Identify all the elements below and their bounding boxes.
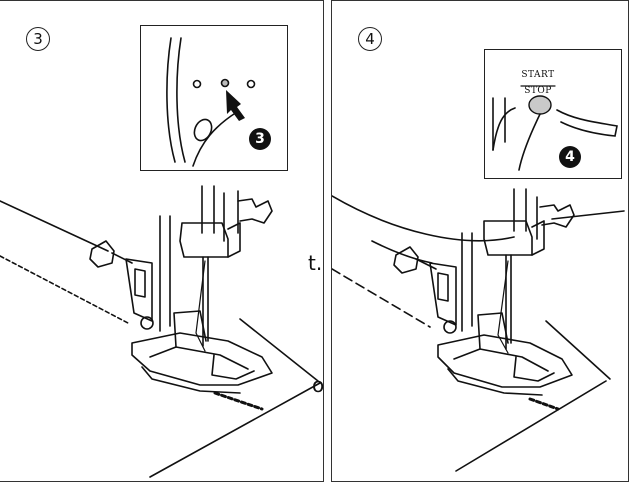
machine-body-edge: [332, 195, 515, 242]
presser-bar: [159, 215, 171, 332]
step-number-badge: 3: [26, 27, 50, 51]
machine-edge-right: [556, 109, 618, 137]
fabric-edge-right: [239, 318, 319, 382]
step-3-illustration: [0, 185, 321, 478]
needle-hole-left: [192, 79, 202, 89]
needle: [202, 256, 209, 347]
step-3-panel: 3 t. o 3: [0, 0, 324, 482]
thread-curve: [192, 111, 238, 167]
callout-number: 4: [559, 146, 581, 168]
clipped-text-b: o: [312, 373, 324, 397]
button-label-start: START: [521, 70, 555, 80]
machine-bar-left: [492, 97, 506, 151]
thread-curve: [518, 107, 544, 171]
foot-holder: [125, 258, 153, 322]
presser-foot: [131, 332, 273, 386]
needle-thumbscrew: [237, 198, 273, 224]
fabric-fold-left: [166, 37, 176, 163]
start-stop-detail: [492, 85, 618, 171]
start-stop-button: [528, 95, 552, 115]
stitch-line: [0, 255, 129, 324]
step-4-illustration: [332, 188, 625, 472]
clipped-text-a: t.: [308, 251, 323, 275]
fabric-edge-bottom: [149, 382, 321, 478]
stitch-line: [332, 268, 431, 328]
needle-thumbscrew: [539, 204, 575, 228]
start-stop-inset: START STOP 4: [484, 49, 622, 179]
needle-hole-right: [246, 79, 256, 89]
foot-holder: [429, 262, 457, 326]
callout-number: 3: [249, 128, 271, 150]
stitch-line-back: [213, 391, 264, 411]
arrow-icon: [226, 90, 245, 121]
needle-hole-center: [220, 78, 230, 88]
needle-clamp: [179, 222, 229, 258]
fabric-edge-bottom: [455, 380, 607, 472]
presser-foot-screw: [89, 240, 115, 268]
bobbin-outline: [193, 118, 213, 142]
button-label-stop: STOP: [524, 86, 552, 96]
presser-foot: [437, 334, 573, 388]
presser-foot-screw: [393, 246, 419, 274]
step-number-badge: 4: [358, 27, 382, 51]
stitch-line-back: [528, 397, 560, 411]
needle-position-detail: [166, 37, 256, 167]
step-4-panel: 4 START STOP 4: [331, 0, 629, 482]
presser-bar: [461, 232, 473, 332]
needle-position-inset: 3: [140, 25, 288, 171]
needle-bar: [513, 188, 527, 232]
fabric-edge-right: [545, 320, 611, 380]
needle-bar: [201, 185, 215, 234]
fabric-edge-top: [0, 200, 109, 252]
